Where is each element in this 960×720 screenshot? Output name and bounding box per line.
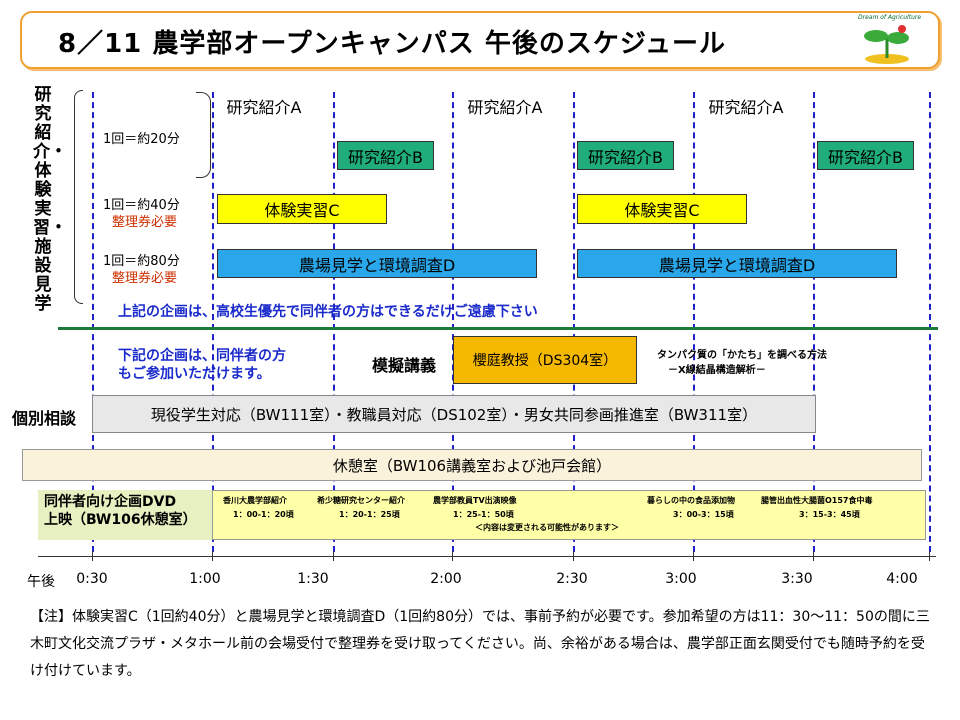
axis-tick xyxy=(212,551,213,561)
logo: Dream of Agriculture xyxy=(858,14,922,66)
dvd-title-5: 腸管出血性大腸菌O157食中毒 xyxy=(761,496,873,505)
left-brace xyxy=(74,90,83,304)
mogi-topic-line1: タンパク質の「かたち」を調べる方法 xyxy=(657,350,827,361)
row-label-20min: 1回＝約20分 xyxy=(103,132,180,147)
dvd-label-line1: 同伴者向け企画DVD xyxy=(44,494,177,510)
rest-room-box: 休憩室（BW106講義室および池戸会館） xyxy=(22,449,922,481)
axis-label-0200: 2:00 xyxy=(430,571,462,587)
dvd-title-3: 農学部教員TV出演映像 xyxy=(433,496,517,505)
time-line-0400 xyxy=(929,92,931,552)
time-line-0200 xyxy=(452,92,454,552)
research-b-3: 研究紹介B xyxy=(817,141,914,170)
axis-label-0330: 3:30 xyxy=(781,571,813,587)
mogi-lecture-box: 櫻庭教授（DS304室） xyxy=(453,336,637,384)
research-a-3: 研究紹介A xyxy=(696,92,796,120)
nojo-d-2: 農場見学と環境調査D xyxy=(577,249,897,278)
notice-lower-line2: もご参加いただけます。 xyxy=(118,366,271,382)
dvd-time-2: 1：20-1：25頃 xyxy=(339,510,400,519)
axis-tick xyxy=(92,551,93,561)
dvd-schedule-box: 香川大農学部紹介 1：00-1：20頃 希少糖研究センター紹介 1：20-1：2… xyxy=(212,490,926,540)
mogi-topic-line2: －X線結晶構造解析－ xyxy=(668,365,766,376)
dvd-time-4: 3：00-3：15頃 xyxy=(673,510,734,519)
section-divider xyxy=(58,327,938,330)
dvd-change-note: ＜内容は変更される可能性があります＞ xyxy=(475,523,619,532)
ticket-required-80: 整理券必要 xyxy=(112,271,178,286)
axis-label-0400: 4:00 xyxy=(886,571,918,587)
sprout-icon xyxy=(864,25,909,64)
axis-label-0300: 3:00 xyxy=(665,571,697,587)
dvd-label-line2: 上映（BW106休憩室） xyxy=(44,512,197,528)
a-b-brace xyxy=(196,92,211,178)
axis-tick xyxy=(452,551,453,561)
research-b-2: 研究紹介B xyxy=(577,141,674,170)
research-a-2: 研究紹介A xyxy=(455,92,555,120)
axis-prefix: 午後 xyxy=(27,574,55,590)
research-a-1: 研究紹介A xyxy=(214,92,314,120)
dvd-time-5: 3：15-3：45頃 xyxy=(799,510,860,519)
consult-label: 個別相談 xyxy=(12,409,77,428)
dvd-title-2: 希少糖研究センター紹介 xyxy=(317,496,405,505)
nojo-d-1: 農場見学と環境調査D xyxy=(217,249,537,278)
research-b-1: 研究紹介B xyxy=(337,141,434,170)
time-line-0030 xyxy=(92,92,94,552)
dvd-time-3: 1：25-1：50頃 xyxy=(453,510,514,519)
row-label-80min: 1回＝約80分 xyxy=(103,254,180,269)
section-label-research: 研究紹介・体験実習・施設見学 xyxy=(33,85,67,314)
time-line-0130 xyxy=(333,92,335,552)
notice-lower-line1: 下記の企画は、同伴者の方 xyxy=(118,348,286,364)
axis-label-0100: 1:00 xyxy=(189,571,221,587)
logo-text: Dream of Agriculture xyxy=(858,14,922,21)
row-label-40min: 1回＝約40分 xyxy=(103,198,180,213)
dvd-title-1: 香川大農学部紹介 xyxy=(223,496,287,505)
axis-tick xyxy=(813,551,814,561)
time-line-0330 xyxy=(813,92,815,552)
time-line-0230 xyxy=(573,92,575,552)
title-frame xyxy=(20,11,940,69)
page-title: 8／11 農学部オープンキャンパス 午後のスケジュール xyxy=(58,29,726,59)
time-axis xyxy=(38,556,936,557)
time-line-0300 xyxy=(693,92,695,552)
dvd-title-4: 暮らしの中の食品添加物 xyxy=(647,496,735,505)
axis-label-0230: 2:30 xyxy=(556,571,588,587)
axis-label-0130: 1:30 xyxy=(297,571,329,587)
dvd-time-1: 1：00-1：20頃 xyxy=(233,510,294,519)
axis-tick xyxy=(693,551,694,561)
notice-upper: 上記の企画は、高校生優先で同伴者の方はできるだけご遠慮下さい xyxy=(118,304,538,320)
time-line-0100 xyxy=(212,92,214,552)
taiken-c-2: 体験実習C xyxy=(577,194,747,224)
consult-box: 現役学生対応（BW111室）・教職員対応（DS102室）・男女共同参画推進室（B… xyxy=(92,395,816,433)
dvd-label: 同伴者向け企画DVD 上映（BW106休憩室） xyxy=(38,490,216,540)
axis-tick xyxy=(929,551,930,561)
axis-tick xyxy=(333,551,334,561)
reservation-note: 【注】体験実習C（1回約40分）と農場見学と環境調査D（1回約80分）では、事前… xyxy=(30,609,930,679)
mogi-label: 模擬講義 xyxy=(372,356,437,375)
taiken-c-1: 体験実習C xyxy=(217,194,387,224)
axis-tick xyxy=(573,551,574,561)
axis-label-0030: 0:30 xyxy=(76,571,108,587)
ticket-required-40: 整理券必要 xyxy=(112,215,178,230)
